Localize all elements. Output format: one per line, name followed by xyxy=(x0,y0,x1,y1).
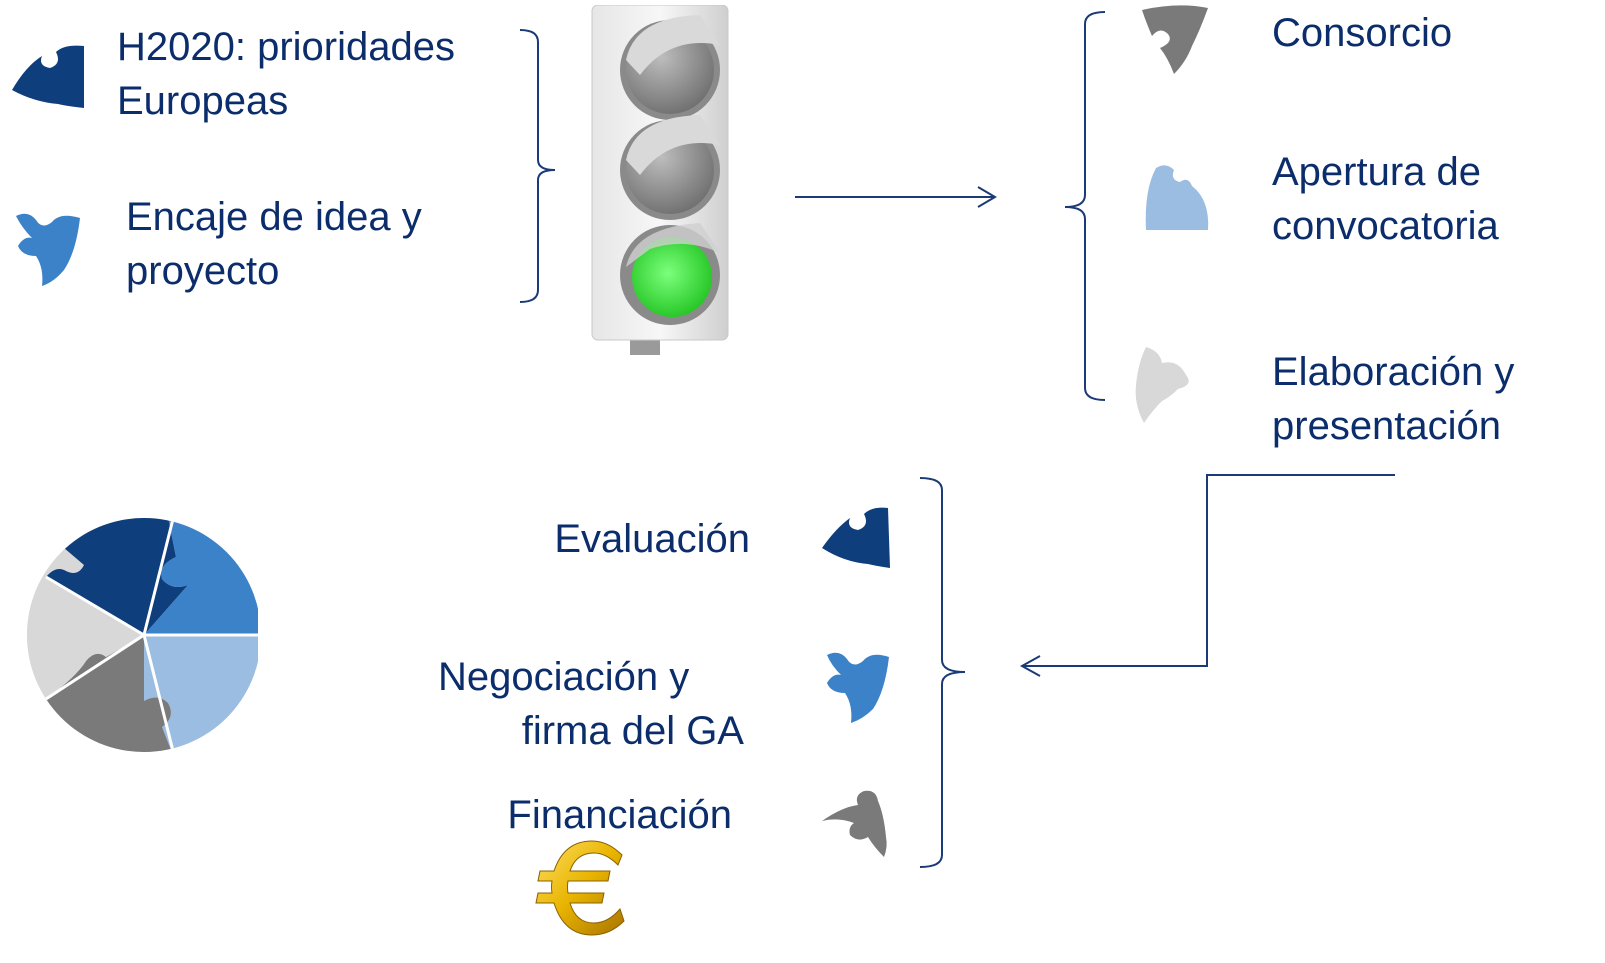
bracket-left-group xyxy=(519,29,556,303)
label-line: Encaje de idea y xyxy=(126,195,422,239)
label-consorcio: Consorcio xyxy=(1272,6,1452,60)
label-line: Elaboración y xyxy=(1272,350,1515,394)
label-line: Europeas xyxy=(117,79,289,123)
label-financiacion: Financiación xyxy=(430,788,732,842)
label-line: firma del GA xyxy=(521,709,744,753)
label-evaluacion: Evaluación xyxy=(490,512,750,566)
label-encaje-idea: Encaje de idea y proyecto xyxy=(126,190,422,298)
label-negociacion-firma: Negociación y firma del GA xyxy=(430,650,750,758)
bracket-right-group xyxy=(1064,11,1106,401)
label-line: Financiación xyxy=(507,793,732,837)
label-line: Consorcio xyxy=(1272,11,1453,55)
arrow-head-left xyxy=(1019,655,1041,677)
label-h2020-prioridades: H2020: prioridades Europeas xyxy=(117,20,455,128)
label-line: H2020: prioridades xyxy=(117,25,455,69)
bracket-bottom-group xyxy=(919,477,966,868)
label-line: Negociación y xyxy=(438,655,690,699)
elbow-connector xyxy=(1022,474,1395,667)
label-line: Evaluación xyxy=(554,517,750,561)
label-elaboracion-presentacion: Elaboración y presentación xyxy=(1272,345,1514,453)
arrow-head-right xyxy=(977,186,997,208)
label-line: proyecto xyxy=(126,249,280,293)
label-line: Apertura de xyxy=(1272,150,1482,194)
label-line: presentación xyxy=(1272,404,1502,448)
label-line: convocatoria xyxy=(1272,204,1499,248)
label-apertura-convocatoria: Apertura de convocatoria xyxy=(1272,145,1499,253)
